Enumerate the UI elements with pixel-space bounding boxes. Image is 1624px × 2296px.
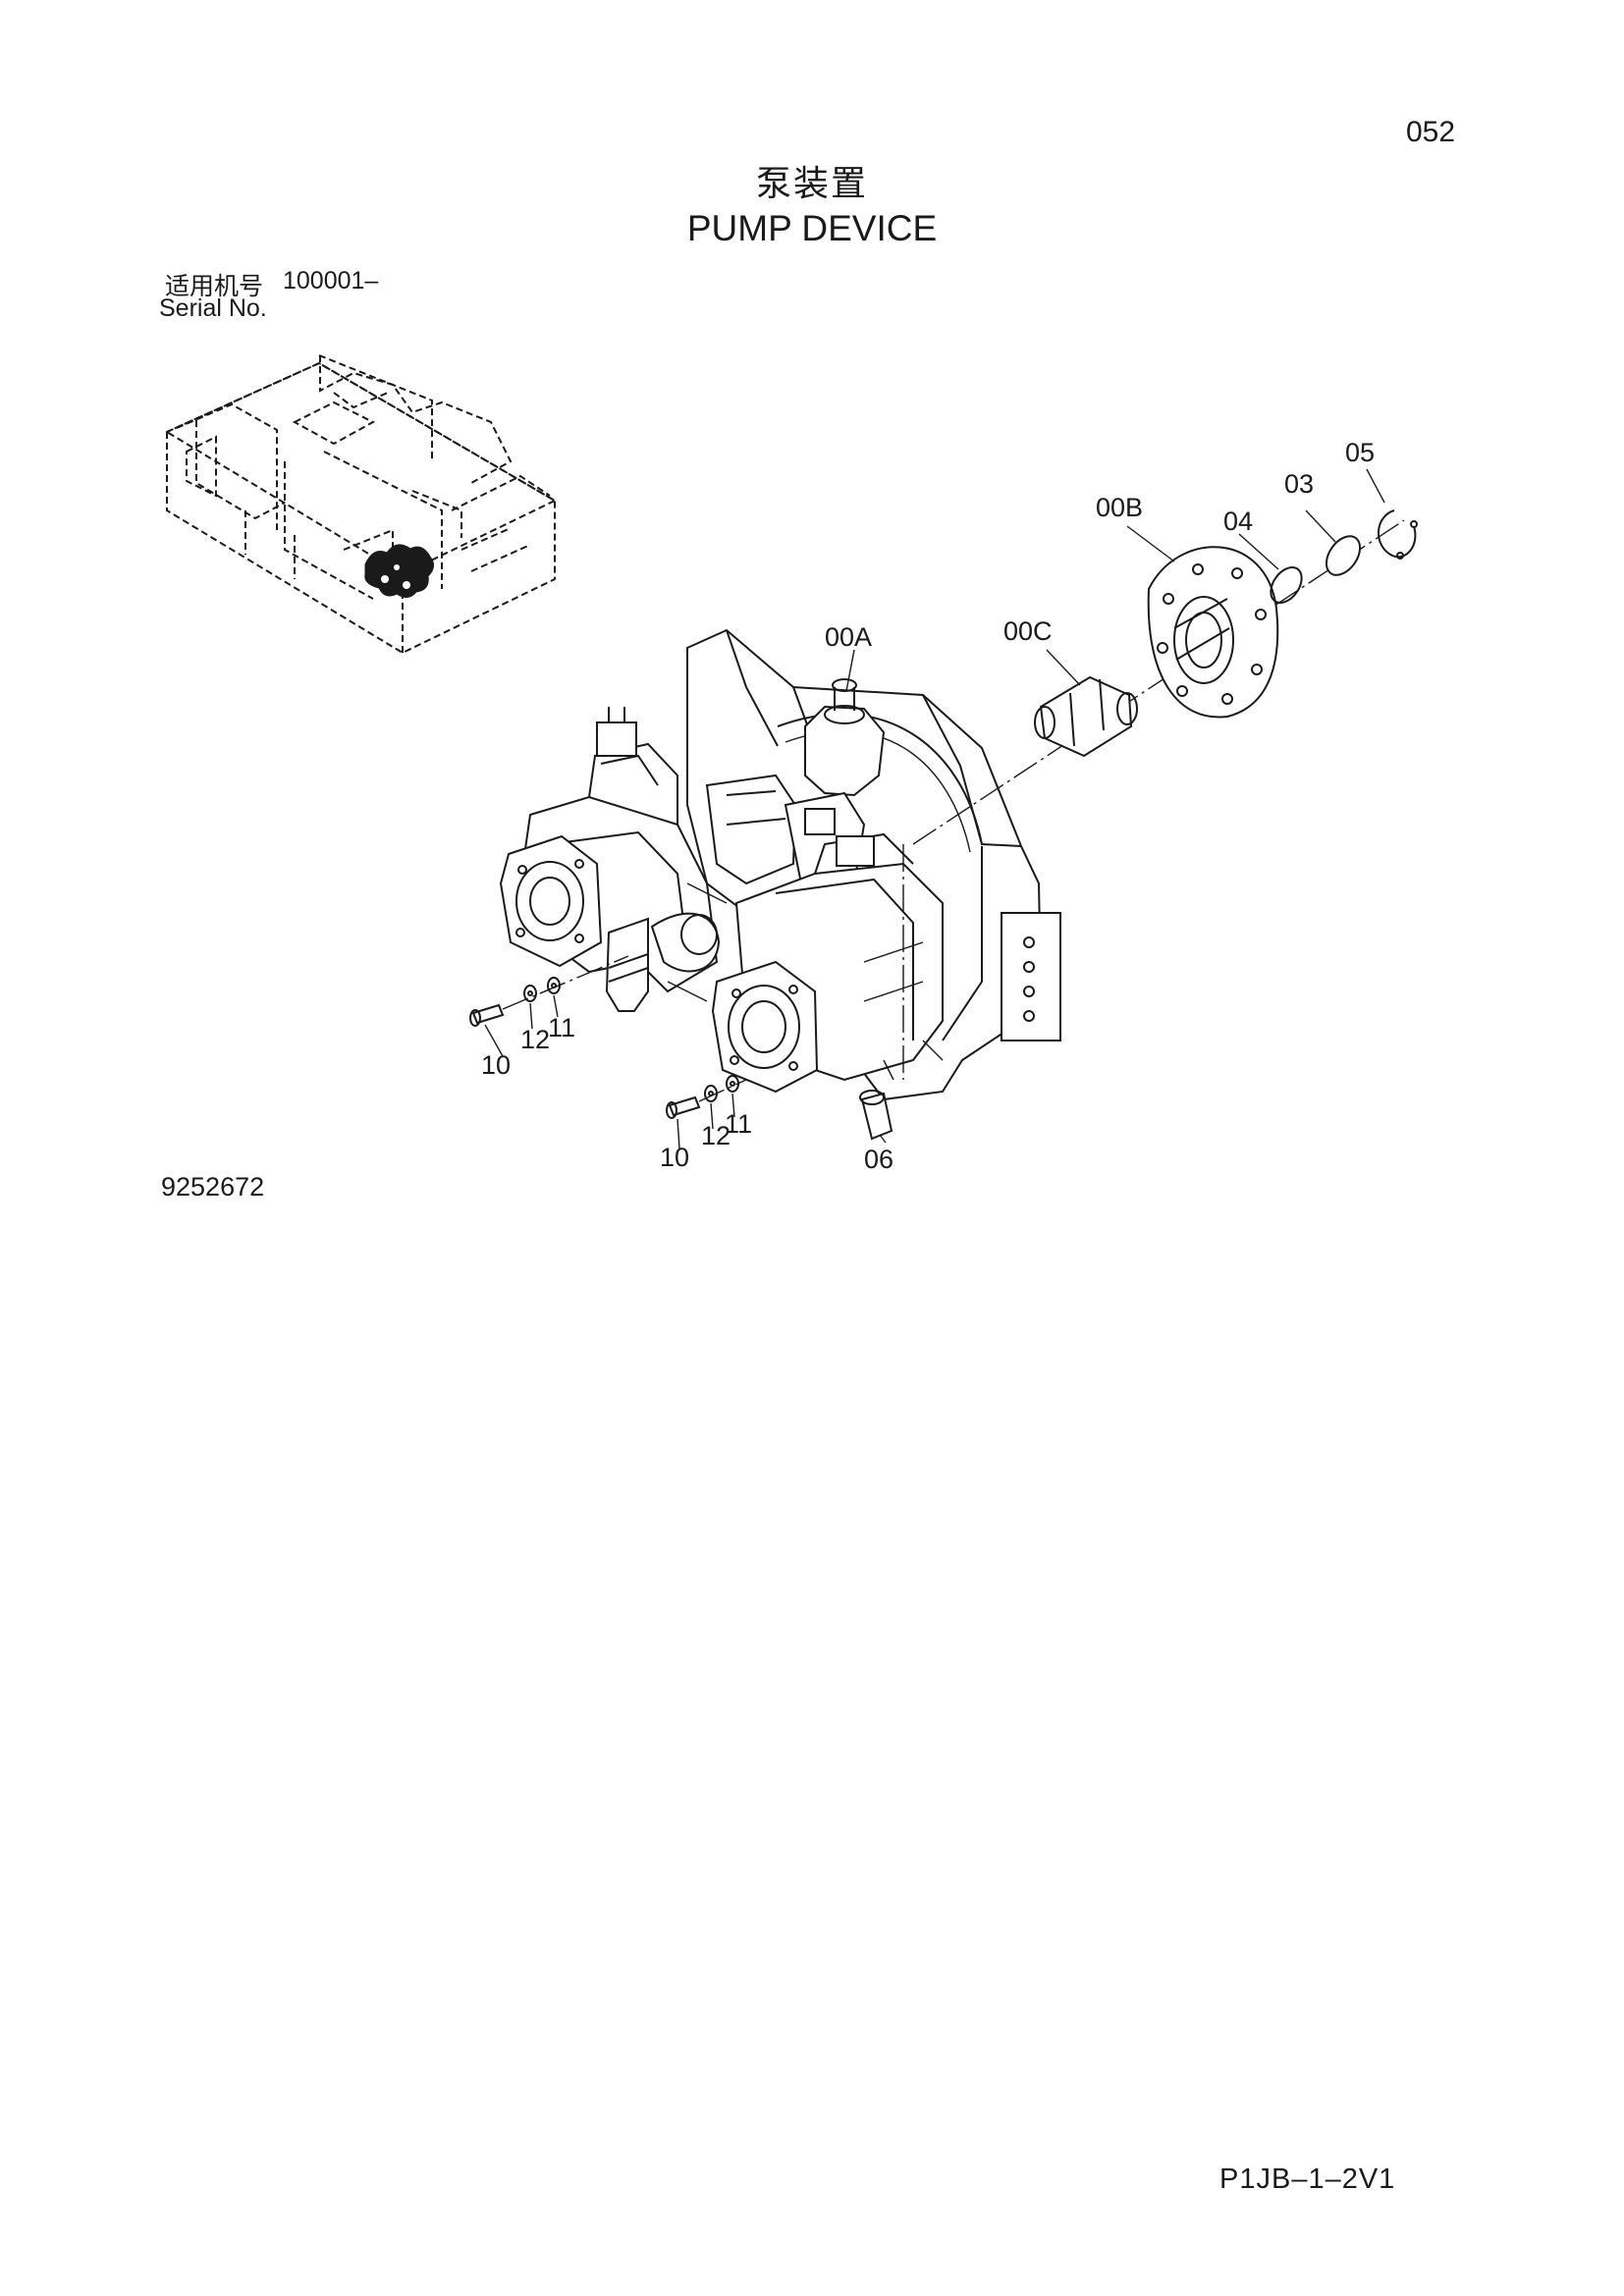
callout-11-left: 11 (548, 1013, 575, 1042)
callout-10-right: 10 (660, 1143, 689, 1172)
page-title-cn: 泵装置 (755, 164, 868, 204)
plate (1325, 535, 1362, 576)
serial-label-cn: 适用机号 (165, 272, 264, 300)
callout-05: 05 (1345, 438, 1375, 467)
o-ring (1270, 565, 1303, 605)
callout-12-left: 12 (520, 1025, 550, 1054)
callout-04: 04 (1223, 507, 1253, 536)
snap-ring-eye-2 (1410, 520, 1418, 528)
bolt-06 (859, 1090, 893, 1141)
bolt-set-left (469, 955, 629, 1027)
callout-10-left: 10 (481, 1050, 511, 1080)
callout-06: 06 (864, 1145, 893, 1174)
pump-location-marker (364, 544, 434, 598)
callout-00c: 00C (1003, 616, 1053, 646)
coupling-insert (1034, 675, 1138, 758)
machine-location-thumbnail (166, 354, 556, 655)
shaft-centerline-2 (1207, 519, 1405, 651)
callout-03: 03 (1284, 469, 1314, 499)
figure-number: 9252672 (161, 1172, 265, 1201)
pump-assembly (499, 628, 1061, 1101)
callout-12-right: 12 (701, 1121, 731, 1150)
callout-00b: 00B (1096, 493, 1143, 522)
callout-11-right: 11 (725, 1109, 752, 1139)
snap-ring-eye-1 (1396, 552, 1404, 560)
serial-range: 100001– (283, 267, 379, 294)
footer-code: P1JB–1–2V1 (1219, 2163, 1396, 2195)
shaft-centerline (912, 649, 1209, 845)
page-title-en: PUMP DEVICE (686, 208, 938, 248)
page-number: 052 (1406, 116, 1456, 148)
bolt-set-right (666, 1075, 747, 1119)
leader-lines (484, 468, 1385, 1149)
serial-label-en: Serial No. (159, 294, 267, 322)
callout-00a: 00A (825, 622, 872, 652)
coupling-flange (1147, 546, 1279, 719)
snap-ring (1378, 509, 1417, 559)
